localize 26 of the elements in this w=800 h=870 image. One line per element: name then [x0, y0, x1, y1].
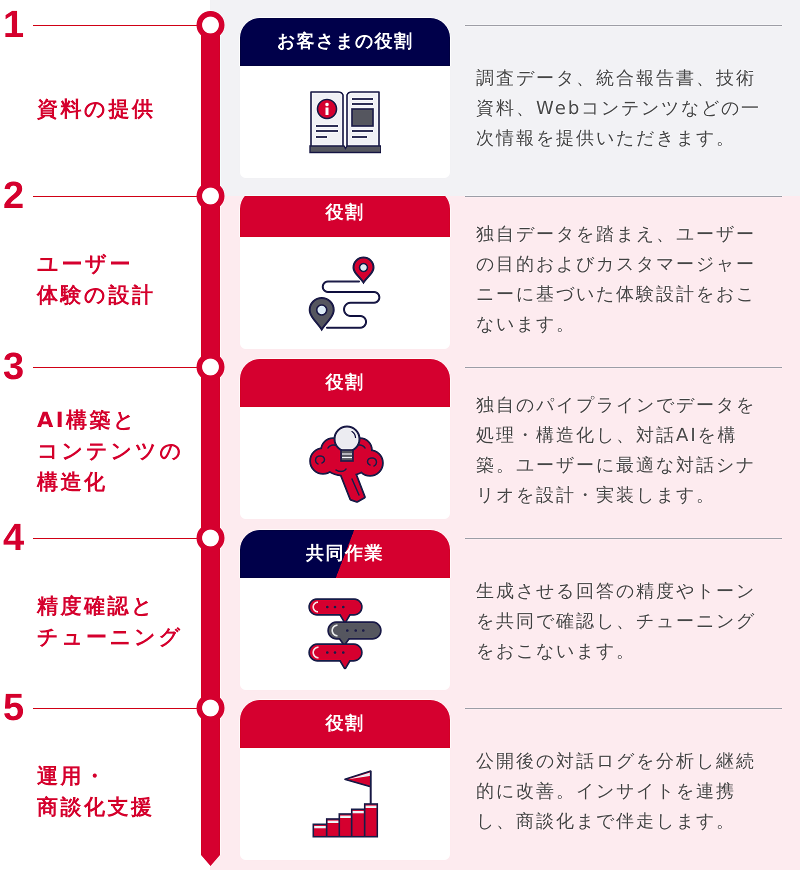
step-number: 2: [3, 176, 24, 214]
role-label: 役割: [326, 712, 364, 736]
role-label: 役割: [326, 371, 364, 395]
role-label: お客さまの役割: [276, 30, 414, 54]
step-title: 運用・商談化支援: [37, 763, 156, 821]
step-description: 生成させる回答の精度やトーンを共同で確認し、チューニングをおこないます。: [476, 580, 757, 664]
step-number: 1: [3, 6, 24, 44]
step-number: 4: [3, 518, 24, 556]
role-card: [240, 18, 450, 178]
step-number: 3: [3, 348, 24, 386]
background-band: [210, 0, 800, 196]
step-title: AI構築とコンテンツの構造化: [37, 406, 185, 496]
role-card: [240, 700, 450, 860]
step-description: 公開後の対話ログを分析し継続的に改善。インサイトを連携し、商談化まで伴走します。: [476, 750, 757, 834]
step-description: 調査データ、統合報告書、技術資料、Webコンテンツなどの一次情報を提供いただきます。: [476, 67, 762, 151]
step-title: 資料の提供: [37, 96, 156, 122]
step-title: ユーザー体験の設計: [37, 251, 156, 309]
step-number: 5: [3, 688, 24, 726]
step-description: 独自データを踏まえ、ユーザーの目的およびカスタマージャーニーに基づいた体験設計をおこないます。: [476, 223, 757, 337]
role-label: 共同作業: [306, 542, 384, 566]
step-title: 精度確認とチューニング: [37, 593, 184, 651]
step-description: 独自のパイプラインでデータを処理・構造化し、対話AIを構築。ユーザーに最適な対話シナリオを設計・実装します。: [476, 394, 757, 508]
role-label: 役割: [326, 201, 364, 225]
role-card: [240, 196, 450, 349]
role-card: [240, 530, 450, 690]
role-card: [240, 359, 450, 519]
